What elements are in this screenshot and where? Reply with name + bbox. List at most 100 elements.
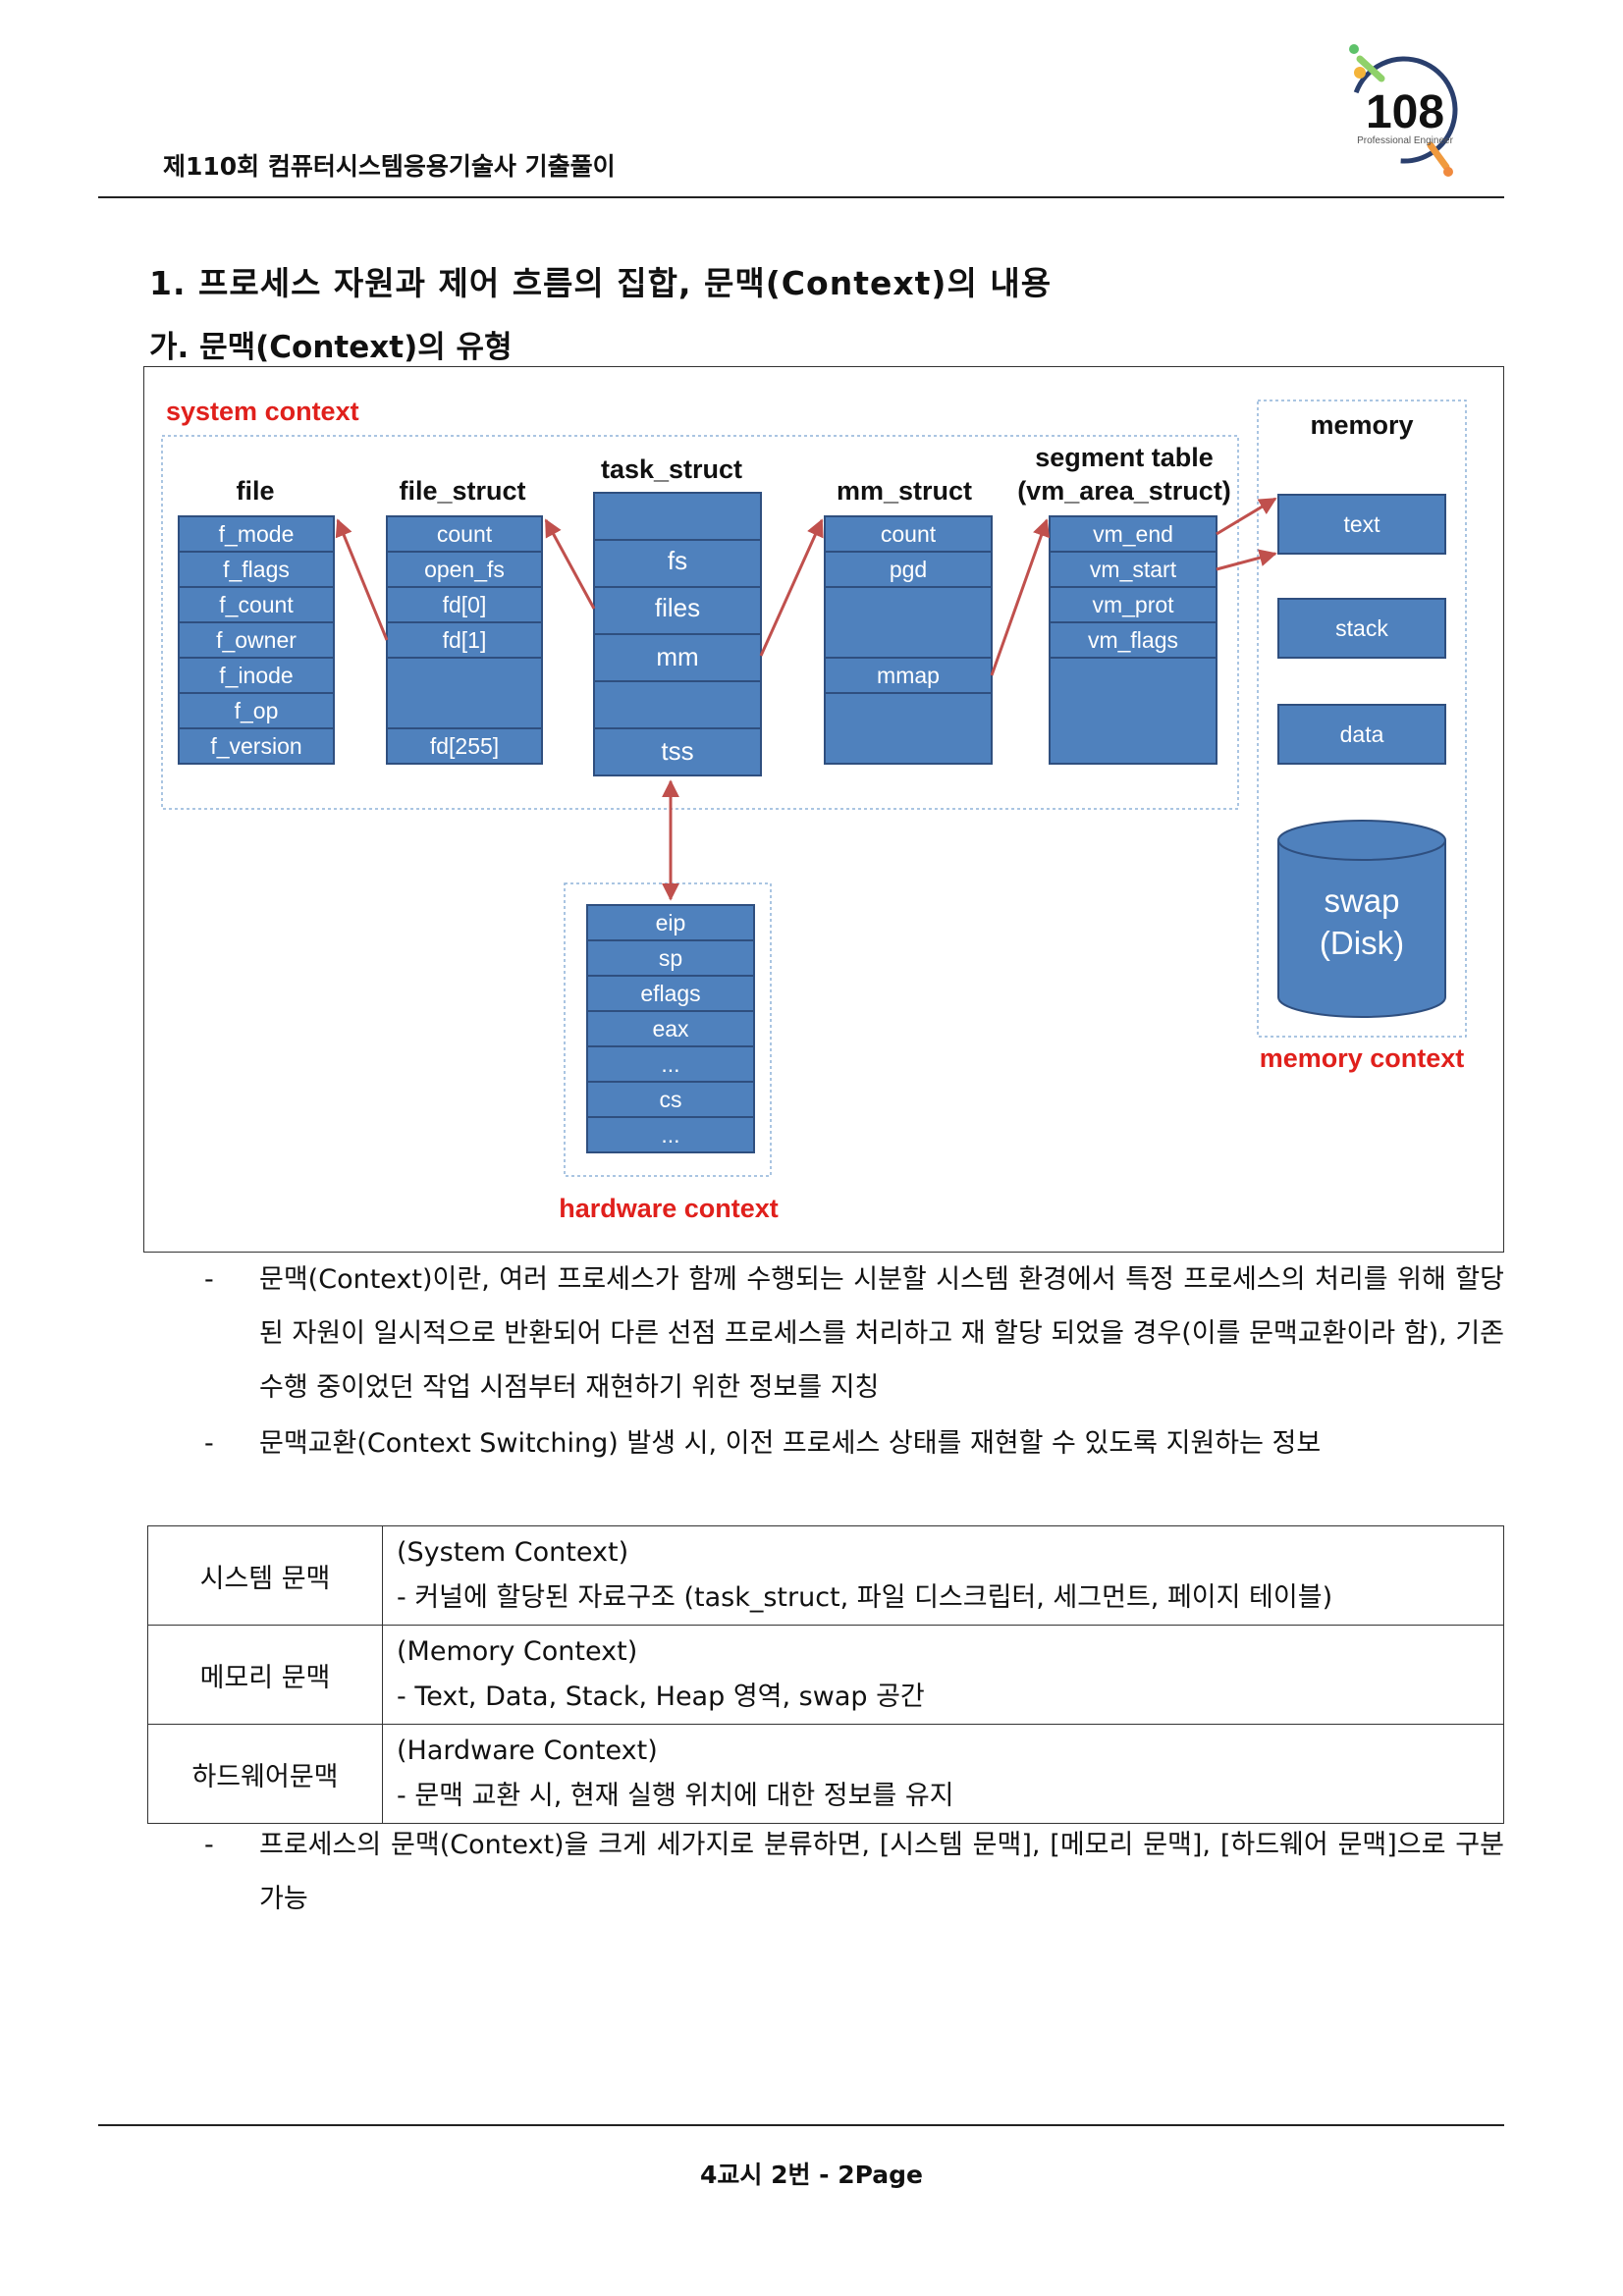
list-item: fs (668, 546, 687, 575)
table-row (593, 727, 762, 776)
bullet-dash: - (204, 1830, 214, 1860)
arrow-files-to-file-struct (544, 518, 596, 610)
table-row (1049, 586, 1217, 623)
swap-disk-icon (1277, 820, 1446, 1018)
table-value-line: (System Context) (397, 1537, 629, 1568)
context-diagram-svg: system context memory context hardware c… (161, 397, 1467, 1223)
table-row: 메모리 문맥 (Memory Context) - Text, Data, St… (147, 1625, 1504, 1725)
table-value-cell: (Memory Context) - Text, Data, Stack, He… (382, 1625, 1504, 1725)
table-value-line: (Hardware Context) (397, 1735, 658, 1766)
table-row (178, 727, 335, 765)
memory-data-block (1277, 704, 1446, 765)
bullet-context-classification: - 프로세스의 문맥(Context)을 크게 세가지로 분류하면, [시스템 … (204, 1818, 1504, 1926)
list-item: ... (661, 1051, 679, 1077)
file-title: file (236, 476, 274, 506)
list-item: tss (661, 736, 693, 766)
table-row (178, 586, 335, 623)
subsection-heading: 가. 문맥(Context)의 유형 (149, 330, 513, 365)
table-row (824, 586, 993, 659)
table-row: 시스템 문맥 (System Context) - 커널에 할당된 자료구조 (… (147, 1525, 1504, 1626)
list-item: f_count (219, 592, 294, 617)
table-row (824, 692, 993, 765)
table-row (586, 1010, 755, 1047)
arrow-mmap-to-segment (990, 518, 1051, 676)
table-row (824, 551, 993, 588)
list-item: open_fs (424, 557, 505, 582)
table-row: 하드웨어문맥 (Hardware Context) - 문맥 교환 시, 현재 … (147, 1724, 1504, 1824)
list-item: mm (656, 642, 698, 671)
header-rule (98, 196, 1504, 198)
table-row (386, 586, 543, 623)
list-item: f_flags (223, 557, 290, 582)
swap-label-2: (Disk) (1320, 925, 1404, 961)
bullet-context-switching: - 문맥교환(Context Switching) 발생 시, 이전 프로세스 … (204, 1416, 1504, 1470)
list-item: vm_start (1090, 557, 1177, 582)
table-value-line: - Text, Data, Stack, Heap 영역, swap 공간 (397, 1682, 925, 1712)
diagram-arrows (335, 497, 1277, 901)
segment-table-title-1: segment table (1035, 443, 1214, 472)
hardware-context-label: hardware context (559, 1194, 779, 1223)
table-row (593, 633, 762, 682)
swap-label-1: swap (1324, 882, 1399, 919)
bullet-text: 문맥(Context)이란, 여러 프로세스가 함께 수행되는 시분할 시스템 … (259, 1264, 1504, 1403)
list-item: vm_prot (1092, 592, 1174, 617)
list-item: pgd (890, 557, 927, 582)
document-header-title: 제110회 컴퓨터시스템응용기술사 기출풀이 (163, 152, 616, 181)
list-item: sp (659, 945, 682, 971)
logo: 108 Professional Engineer (1349, 44, 1458, 177)
bullet-context-definition: - 문맥(Context)이란, 여러 프로세스가 함께 수행되는 시분할 시스… (204, 1253, 1504, 1415)
mm-struct-title: mm_struct (837, 476, 972, 506)
list-item: eflags (640, 981, 700, 1006)
table-row (178, 692, 335, 729)
memory-context-label: memory context (1260, 1043, 1465, 1073)
table-value-line: (Memory Context) (397, 1636, 638, 1667)
bullet-text: 문맥교환(Context Switching) 발생 시, 이전 프로세스 상태… (259, 1428, 1322, 1459)
memory-title: memory (1310, 410, 1413, 440)
arrow-vm-end-to-text (1216, 497, 1277, 536)
memory-blocks (1277, 494, 1446, 765)
table-row (386, 515, 543, 553)
table-row (386, 727, 543, 765)
table-row (586, 1045, 755, 1083)
table-value-cell: (System Context) - 커널에 할당된 자료구조 (task_st… (382, 1525, 1504, 1626)
table-key-cell: 메모리 문맥 (147, 1625, 383, 1725)
list-item: f_mode (219, 521, 295, 547)
table-row (178, 551, 335, 588)
arrow-mm-to-mm-struct (759, 518, 824, 657)
arrow-vm-start-to-text (1216, 549, 1277, 571)
table-row (593, 492, 762, 541)
list-item: text (1343, 511, 1380, 537)
context-diagram: system context memory context hardware c… (143, 366, 1504, 1253)
list-item: f_inode (219, 663, 293, 688)
list-item: vm_flags (1088, 627, 1178, 653)
list-item: count (437, 521, 493, 547)
list-item: vm_end (1093, 521, 1173, 547)
list-item: count (881, 521, 937, 547)
task-struct-title: task_struct (601, 454, 742, 484)
system-context-label: system context (166, 397, 359, 426)
table-row (1049, 621, 1217, 659)
segment-table-title-2: (vm_area_struct) (1017, 476, 1231, 506)
memory-text-block (1277, 494, 1446, 555)
list-item: eip (656, 910, 686, 935)
hardware-registers-block (586, 904, 755, 1153)
task-struct-block (593, 492, 762, 776)
table-row (593, 586, 762, 635)
bullet-dash: - (204, 1264, 214, 1295)
mm-struct-block (824, 515, 993, 765)
table-row (386, 657, 543, 729)
page-footer: 4교시 2번 - 2Page (699, 2161, 924, 2189)
bullet-dash: - (204, 1428, 214, 1459)
arrow-fd-to-file (335, 518, 389, 641)
memory-stack-block (1277, 598, 1446, 659)
list-item: fd[255] (430, 733, 499, 759)
list-item: fd[0] (443, 592, 487, 617)
segment-table-block (1049, 515, 1217, 765)
table-row (1049, 657, 1217, 765)
list-item: f_version (210, 733, 301, 759)
list-item: mmap (877, 663, 940, 688)
context-type-table: 시스템 문맥 (System Context) - 커널에 할당된 자료구조 (… (147, 1525, 1504, 1824)
table-value-line: - 문맥 교환 시, 현재 실행 위치에 대한 정보를 유지 (397, 1781, 954, 1811)
list-item: cs (660, 1087, 682, 1112)
file-struct-table-block (386, 515, 543, 765)
